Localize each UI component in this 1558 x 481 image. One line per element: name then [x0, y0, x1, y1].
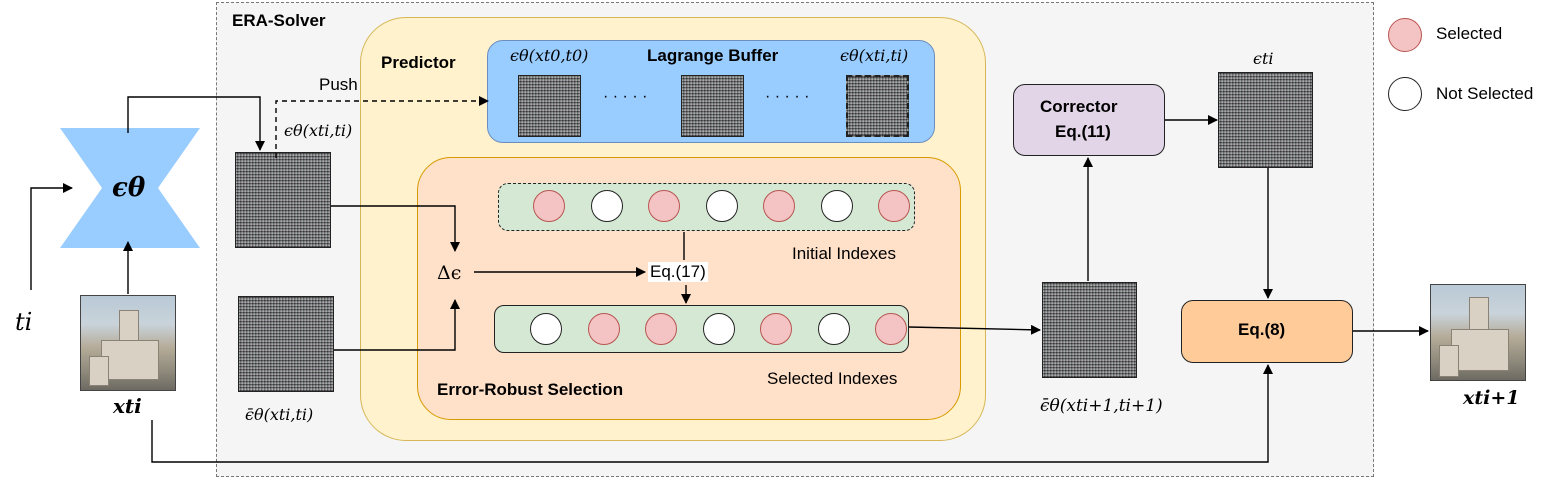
eps-bar-label: ϵ̄θ(xti,ti) [245, 405, 314, 424]
eps-ti-noise [1218, 72, 1313, 168]
x-ti1-label: xti+1 [1463, 387, 1520, 409]
buffer-dots-1: · · · · · [603, 88, 648, 105]
buffer-last-label: ϵθ(xti,ti) [840, 46, 909, 65]
model-epsilon-label: ϵθ [112, 173, 146, 203]
selected-index-circle-1 [530, 313, 562, 345]
input-image-x-ti [80, 295, 176, 391]
eps-ti-label: ϵti [1253, 49, 1274, 68]
model-hourglass [60, 128, 200, 248]
initial-index-circle-7 [878, 190, 910, 222]
initial-index-circle-6 [820, 190, 853, 222]
legend-not-selected-label: Not Selected [1436, 84, 1534, 103]
eps-bar-noise [238, 296, 334, 392]
selected-indexes-label: Selected Indexes [767, 369, 898, 388]
output-image-x-ti1 [1430, 284, 1526, 381]
buffer-noise-2 [681, 75, 744, 137]
eq17-label: Eq.(17) [648, 262, 708, 282]
push-label: Push [319, 75, 358, 94]
corrector-line1: Corrector [1040, 97, 1118, 116]
legend-selected-swatch [1388, 18, 1422, 52]
t-i-label: ti [15, 308, 33, 336]
selected-index-circle-5 [760, 313, 792, 345]
selected-index-circle-4 [702, 313, 735, 345]
buffer-noise-1 [518, 75, 581, 137]
era-solver-title: ERA-Solver [232, 11, 326, 30]
buffer-noise-3 [846, 75, 909, 137]
eps-theta-label: ϵθ(xti,ti) [284, 121, 353, 140]
delta-epsilon-label: Δϵ [437, 262, 462, 284]
buffer-dots-2: · · · · · [765, 88, 810, 105]
initial-index-circle-2 [590, 190, 623, 222]
legend-selected-label: Selected [1436, 24, 1503, 43]
initial-indexes-label: Initial Indexes [792, 244, 896, 263]
corrector-line2: Eq.(11) [1055, 122, 1111, 141]
predictor-title: Predictor [381, 53, 456, 72]
buffer-first-label: ϵθ(xt0,t0) [510, 46, 589, 65]
initial-index-circle-3 [648, 190, 680, 222]
selected-index-circle-7 [875, 313, 907, 345]
eq8-box [1181, 300, 1353, 363]
eq8-label: Eq.(8) [1238, 320, 1286, 339]
selected-index-circle-3 [645, 313, 677, 345]
x-ti-label: xti [113, 394, 142, 418]
eps-theta-noise [235, 152, 331, 248]
legend-not-selected-swatch [1388, 77, 1422, 111]
initial-index-circle-5 [763, 190, 795, 222]
eps-bar-next-noise [1042, 282, 1137, 378]
eps-bar-next-label: ϵ̄θ(xti+1,ti+1) [1040, 396, 1163, 416]
error-robust-selection-title: Error-Robust Selection [437, 380, 624, 399]
lagrange-buffer-title: Lagrange Buffer [647, 46, 779, 65]
initial-index-circle-1 [533, 190, 565, 222]
initial-index-circle-4 [705, 190, 738, 222]
corrector-box [1013, 84, 1165, 156]
selected-index-circle-6 [817, 313, 850, 345]
selected-index-circle-2 [587, 313, 620, 345]
